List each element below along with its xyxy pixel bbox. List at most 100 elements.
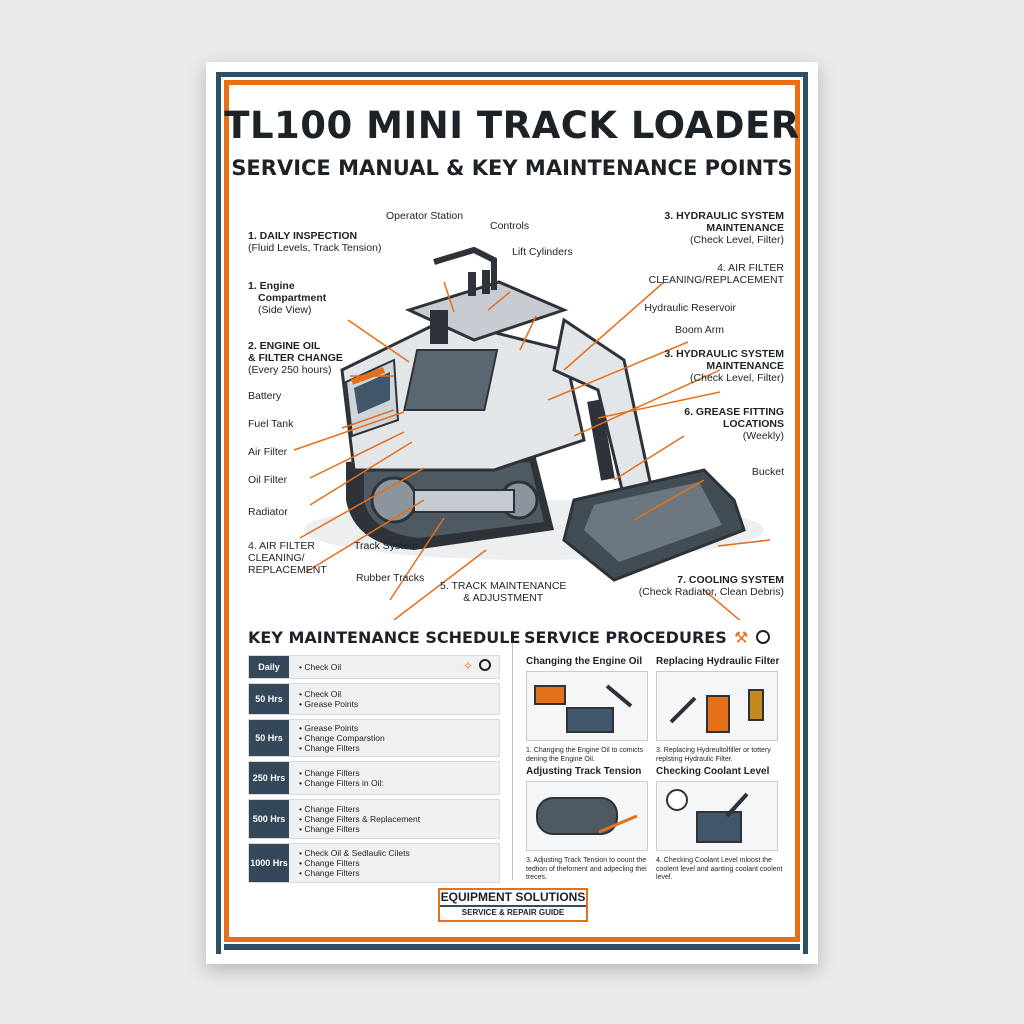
poster: TL100 MINI TRACK LOADER SERVICE MANUAL &… — [206, 62, 818, 964]
schedule-task: Check Oil — [299, 689, 358, 699]
callout-hydraulic-reservoir: Hydraulic Reservoir — [644, 302, 736, 314]
callout-track-maintenance: 5. TRACK MAINTENANCE & ADJUSTMENT — [440, 580, 566, 604]
filter-icon — [669, 689, 764, 733]
schedule-task: Change Filters in Oil: — [299, 778, 383, 788]
callout-grease-note: (Weekly) — [742, 430, 784, 442]
footer-line2: SERVICE & REPAIR GUIDE — [440, 905, 586, 918]
callout-oil-filter: Oil Filter — [248, 474, 288, 486]
outer-frame — [216, 72, 808, 954]
callout-cooling-line1: 7. COOLING SYSTEM — [677, 574, 784, 586]
schedule-task: Change Filters — [299, 824, 420, 834]
callout-track-maintenance-line2: & ADJUSTMENT — [463, 592, 544, 604]
callout-daily-inspection: 1. DAILY INSPECTION (Fluid Levels, Track… — [248, 230, 381, 254]
schedule-task: Change Filters & Replacement — [299, 814, 420, 824]
callout-air-filter-left-line1: 4. AIR FILTER — [248, 540, 315, 552]
callout-air-filter-left-line2: CLEANING/ — [248, 552, 305, 564]
callout-air-filter-right-line1: 4. AIR FILTER — [717, 262, 784, 274]
schedule-row: 1000 Hrs Check Oil & Sedlaulic Cilets Ch… — [248, 843, 500, 883]
schedule-task: Change Filters — [299, 804, 420, 814]
poster-subtitle: SERVICE MANUAL & KEY MAINTENANCE POINTS — [231, 156, 793, 180]
procedure-caption: 3. Replacing Hydreultolfiller or tottery… — [656, 747, 771, 763]
schedule-row: Daily Check Oil ✧ — [248, 655, 500, 679]
callout-air-filter-right: 4. AIR FILTER CLEANING/REPLACEMENT — [649, 262, 784, 286]
track-tension-illustration — [526, 781, 648, 851]
schedule-table: Daily Check Oil ✧ 50 Hrs Check Oil Greas… — [248, 655, 500, 887]
callout-air-filter-left-line3: REPLACEMENT — [248, 564, 327, 576]
bottom-stripe — [224, 944, 800, 950]
callout-engine-line2: Compartment — [258, 292, 327, 304]
callout-track-system: Track System — [354, 540, 418, 552]
callout-engine-oil-note: (Every 250 hours) — [248, 364, 332, 376]
callout-hydraulic-mid-line2: MAINTENANCE — [706, 360, 784, 372]
callout-rubber-tracks: Rubber Tracks — [356, 572, 425, 584]
schedule-task: Change Filters — [299, 743, 385, 753]
coolant-icon — [666, 789, 749, 843]
callout-air-filter-left: 4. AIR FILTER CLEANING/ REPLACEMENT — [248, 540, 327, 576]
footer-line1: EQUIPMENT SOLUTIONS — [440, 890, 586, 904]
callout-engine-compartment: 1. Engine Compartment (Side View) — [248, 280, 326, 316]
callout-air-filter: Air Filter — [248, 446, 288, 458]
schedule-row: 250 Hrs Change Filters Change Filters in… — [248, 761, 500, 795]
procedure-coolant: Checking Coolant Level 4. Checking Coola… — [656, 766, 786, 883]
section-divider — [512, 630, 513, 880]
callout-hydraulic-mid-note: (Check Level, Filter) — [690, 372, 784, 384]
callout-engine-oil: 2. ENGINE OIL & FILTER CHANGE (Every 250… — [248, 340, 343, 376]
callout-engine-line1: 1. Engine — [248, 280, 295, 292]
schedule-interval: 250 Hrs — [249, 762, 289, 794]
callout-grease-line1: 6. GREASE FITTING — [684, 406, 784, 418]
hydraulic-filter-illustration — [656, 671, 778, 741]
wrench-icon: ✧ — [462, 659, 473, 673]
callout-engine-oil-line2: & FILTER CHANGE — [248, 352, 343, 364]
callout-hydraulic-mid: 3. HYDRAULIC SYSTEM MAINTENANCE (Check L… — [664, 348, 784, 384]
callout-track-maintenance-line1: 5. TRACK MAINTENANCE — [440, 580, 567, 592]
poster-title: TL100 MINI TRACK LOADER — [224, 104, 800, 147]
loader-diagram: Operator Station Controls Lift Cylinders… — [234, 200, 790, 620]
procedure-oil-change: Changing the Engine Oil 1. Changing the … — [526, 656, 656, 764]
callout-fuel-tank: Fuel Tank — [248, 418, 294, 430]
callout-boom-arm: Boom Arm — [674, 324, 724, 336]
schedule-title: KEY MAINTENANCE SCHEDULE — [248, 628, 521, 647]
oil-change-illustration — [526, 671, 648, 741]
procedure-title: Changing the Engine Oil — [526, 656, 643, 667]
inner-frame — [224, 80, 800, 942]
procedure-track-tension: Adjusting Track Tension 3. Adjusting Tra… — [526, 766, 656, 883]
schedule-row: 500 Hrs Change Filters Change Filters & … — [248, 799, 500, 839]
callout-air-filter-right-line2: CLEANING/REPLACEMENT — [648, 274, 784, 286]
oil-can-icon — [534, 684, 633, 733]
callout-grease-line2: LOCATIONS — [722, 418, 784, 430]
callout-cooling-note: (Check Radiator, Clean Debris) — [638, 586, 784, 598]
schedule-task: Change Filters — [299, 868, 410, 878]
procedure-title: Replacing Hydraulic Filter — [656, 656, 780, 667]
callout-cooling: 7. COOLING SYSTEM (Check Radiator, Clean… — [639, 574, 784, 598]
schedule-task: Grease Points — [299, 699, 358, 709]
schedule-tasks: Grease Points Change Comparstion Change … — [289, 723, 385, 753]
schedule-tasks: Change Filters Change Filters & Replacem… — [289, 804, 420, 834]
procedure-title: Adjusting Track Tension — [526, 766, 642, 777]
callout-daily-inspection-note: (Fluid Levels, Track Tension) — [248, 242, 382, 254]
coolant-illustration — [656, 781, 778, 851]
callout-hydraulic-top-note: (Check Level, Filter) — [690, 234, 784, 246]
schedule-row: 50 Hrs Check Oil Grease Points — [248, 683, 500, 715]
procedure-title: Checking Coolant Level — [656, 766, 770, 777]
procedures-title: SERVICE PROCEDURES — [524, 628, 727, 647]
callout-bucket: Bucket — [751, 466, 784, 478]
schedule-task: Check Oil — [299, 662, 341, 672]
schedule-interval: Daily — [249, 656, 289, 678]
schedule-tasks: Check Oil Grease Points — [289, 689, 358, 709]
callout-grease: 6. GREASE FITTING LOCATIONS (Weekly) — [684, 406, 784, 442]
schedule-task: Change Comparstion — [299, 733, 384, 743]
callout-lift-cylinders: Lift Cylinders — [512, 246, 573, 258]
callout-hydraulic-mid-line1: 3. HYDRAULIC SYSTEM — [664, 348, 784, 360]
callout-operator-station: Operator Station — [386, 210, 464, 222]
tools-icon: ⚒ — [734, 630, 749, 647]
callout-engine-oil-line1: 2. ENGINE OIL — [248, 340, 321, 352]
schedule-tasks: Change Filters Change Filters in Oil: — [289, 768, 384, 788]
schedule-interval: 1000 Hrs — [249, 844, 289, 882]
track-icon — [536, 797, 638, 835]
schedule-interval: 50 Hrs — [249, 720, 289, 756]
schedule-tasks: Check Oil & Sedlaulic Cilets Change Filt… — [289, 848, 410, 878]
schedule-task: Change Filters — [299, 768, 384, 778]
callout-controls: Controls — [490, 220, 530, 232]
schedule-interval: 500 Hrs — [249, 800, 289, 838]
schedule-interval: 50 Hrs — [249, 684, 289, 714]
